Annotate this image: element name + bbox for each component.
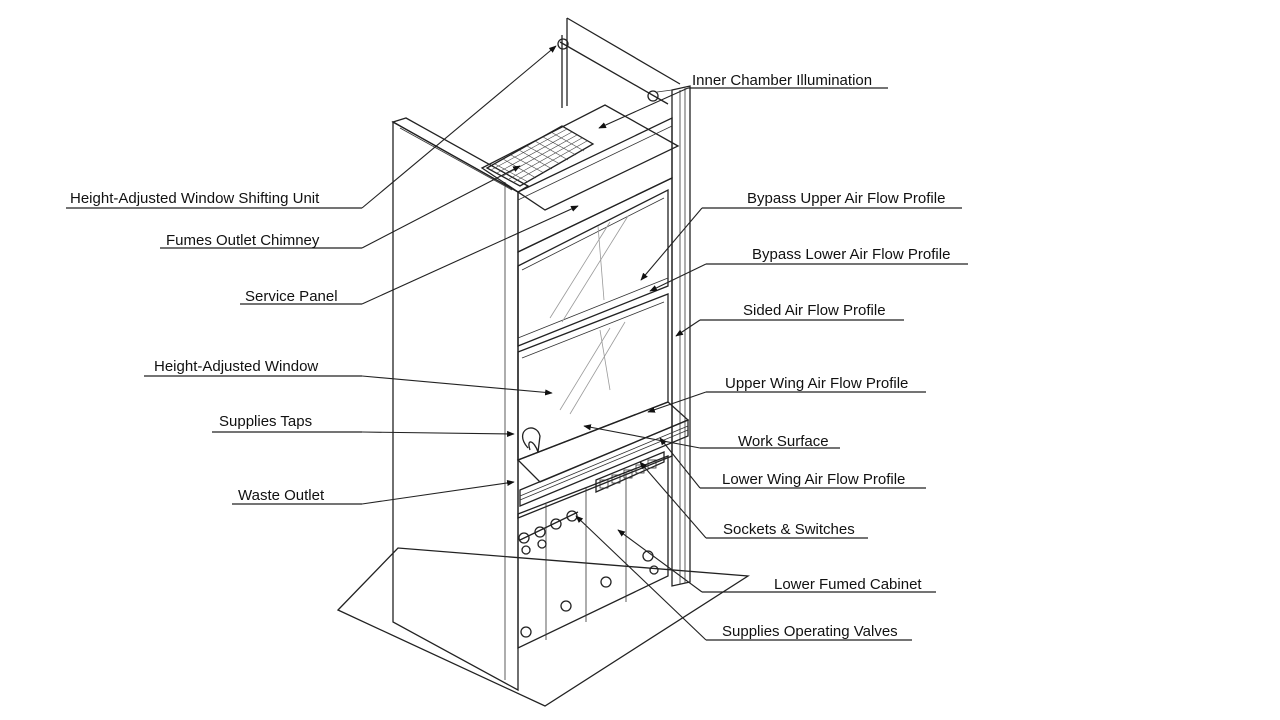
label-sided-air-flow: Sided Air Flow Profile bbox=[743, 302, 886, 319]
label-sockets-switches: Sockets & Switches bbox=[723, 521, 855, 538]
label-service-panel: Service Panel bbox=[245, 288, 338, 305]
left-side-panel bbox=[392, 120, 519, 692]
lower-window-sash bbox=[517, 293, 669, 461]
right-frame-column bbox=[671, 85, 691, 587]
label-height-adjusted-window: Height-Adjusted Window bbox=[154, 358, 318, 375]
sockets-strip bbox=[595, 451, 665, 493]
label-inner-chamber-illumination: Inner Chamber Illumination bbox=[692, 72, 872, 89]
top-cover bbox=[480, 104, 680, 211]
chimney-grille bbox=[485, 125, 595, 187]
label-window-shifting-unit: Height-Adjusted Window Shifting Unit bbox=[70, 190, 320, 207]
label-waste-outlet: Waste Outlet bbox=[238, 487, 325, 504]
leader-lines bbox=[361, 45, 707, 641]
labels: Height-Adjusted Window Shifting Unit Fum… bbox=[70, 72, 950, 640]
supplies-tap bbox=[521, 427, 541, 453]
label-underlines bbox=[66, 87, 968, 641]
label-work-surface: Work Surface bbox=[738, 433, 829, 450]
label-bypass-lower-air-flow: Bypass Lower Air Flow Profile bbox=[752, 246, 950, 263]
label-upper-wing-air-flow: Upper Wing Air Flow Profile bbox=[725, 375, 908, 392]
lower-cabinet bbox=[517, 455, 669, 650]
window-opening bbox=[517, 176, 673, 519]
left-panel-top bbox=[391, 117, 530, 193]
fume-hood-illustration bbox=[336, 17, 750, 707]
label-bypass-upper-air-flow: Bypass Upper Air Flow Profile bbox=[747, 190, 945, 207]
label-supplies-taps: Supplies Taps bbox=[219, 413, 312, 430]
label-supplies-operating-valves: Supplies Operating Valves bbox=[722, 623, 898, 640]
label-lower-fumed-cabinet: Lower Fumed Cabinet bbox=[774, 576, 922, 593]
label-fumes-outlet-chimney: Fumes Outlet Chimney bbox=[166, 232, 320, 249]
front-airfoil bbox=[519, 419, 689, 507]
floor-base-plate bbox=[336, 547, 750, 707]
label-lower-wing-air-flow: Lower Wing Air Flow Profile bbox=[722, 471, 905, 488]
upper-window-sash bbox=[517, 188, 669, 347]
operating-valves bbox=[518, 510, 579, 555]
